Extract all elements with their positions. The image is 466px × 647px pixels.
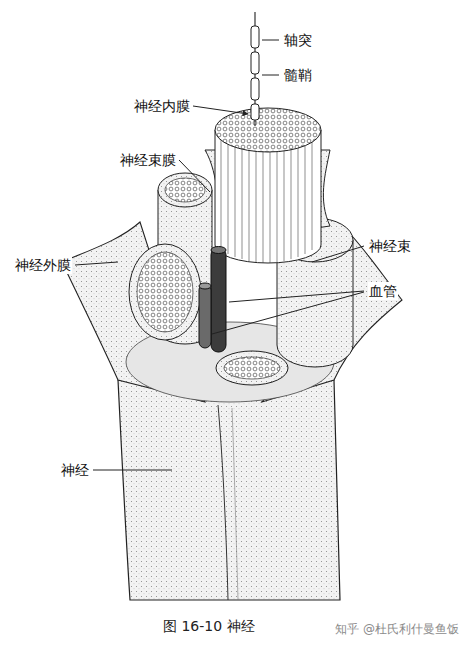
endoneurium-label: 神经内膜 xyxy=(133,97,191,115)
vessel-label: 血管 xyxy=(368,282,398,300)
perineurium-label: 神经束膜 xyxy=(119,151,177,169)
figure-caption: 图 16-10 神经 xyxy=(162,617,256,635)
watermark: 知乎 @杜氏利什曼鱼饭 xyxy=(334,620,460,638)
myelin-label: 髓鞘 xyxy=(283,66,313,84)
fascicle-label: 神经束 xyxy=(368,237,412,255)
nerve-label: 神经 xyxy=(60,461,90,479)
axon-label: 轴突 xyxy=(283,31,313,49)
epineurium-label: 神经外膜 xyxy=(14,256,72,274)
